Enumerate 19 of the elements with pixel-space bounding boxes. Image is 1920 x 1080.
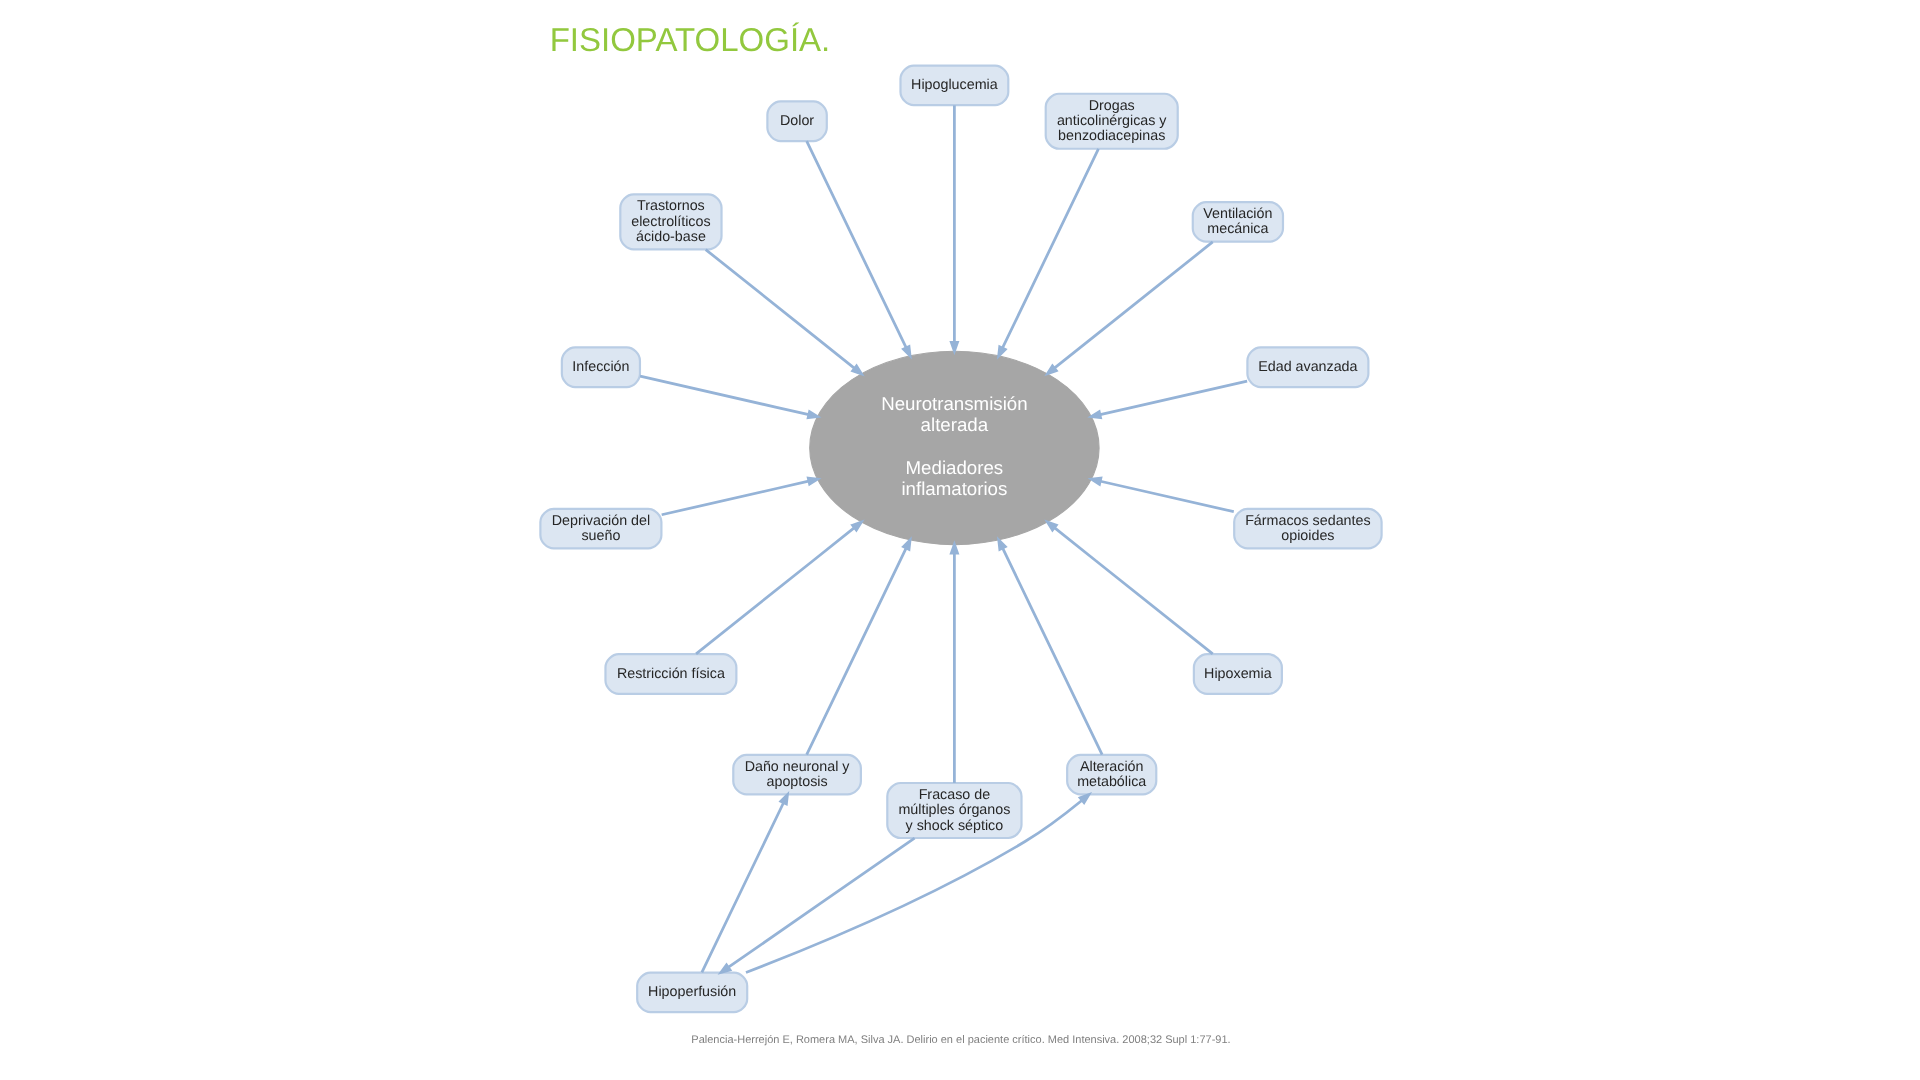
arrow bbox=[995, 536, 1103, 756]
arrow bbox=[995, 148, 1099, 360]
arrow bbox=[1086, 379, 1247, 420]
node-ellipse: Neurotransmisión alterada Mediadores inflamatorios bbox=[808, 350, 1099, 546]
arrow bbox=[699, 790, 789, 973]
arrow bbox=[804, 536, 911, 756]
arrow bbox=[804, 140, 911, 360]
arrow bbox=[703, 248, 864, 377]
diagram-title: FISIOPATOLOGÍA. bbox=[548, 23, 830, 60]
arrow bbox=[948, 540, 959, 783]
arrow bbox=[694, 519, 864, 655]
arrow bbox=[638, 374, 821, 420]
arrow bbox=[660, 476, 821, 517]
arrow bbox=[1043, 240, 1213, 377]
arrow bbox=[1043, 519, 1213, 655]
arrow bbox=[716, 837, 915, 975]
arrow bbox=[948, 105, 959, 356]
arrow bbox=[744, 791, 1092, 974]
arrow bbox=[1086, 476, 1234, 514]
